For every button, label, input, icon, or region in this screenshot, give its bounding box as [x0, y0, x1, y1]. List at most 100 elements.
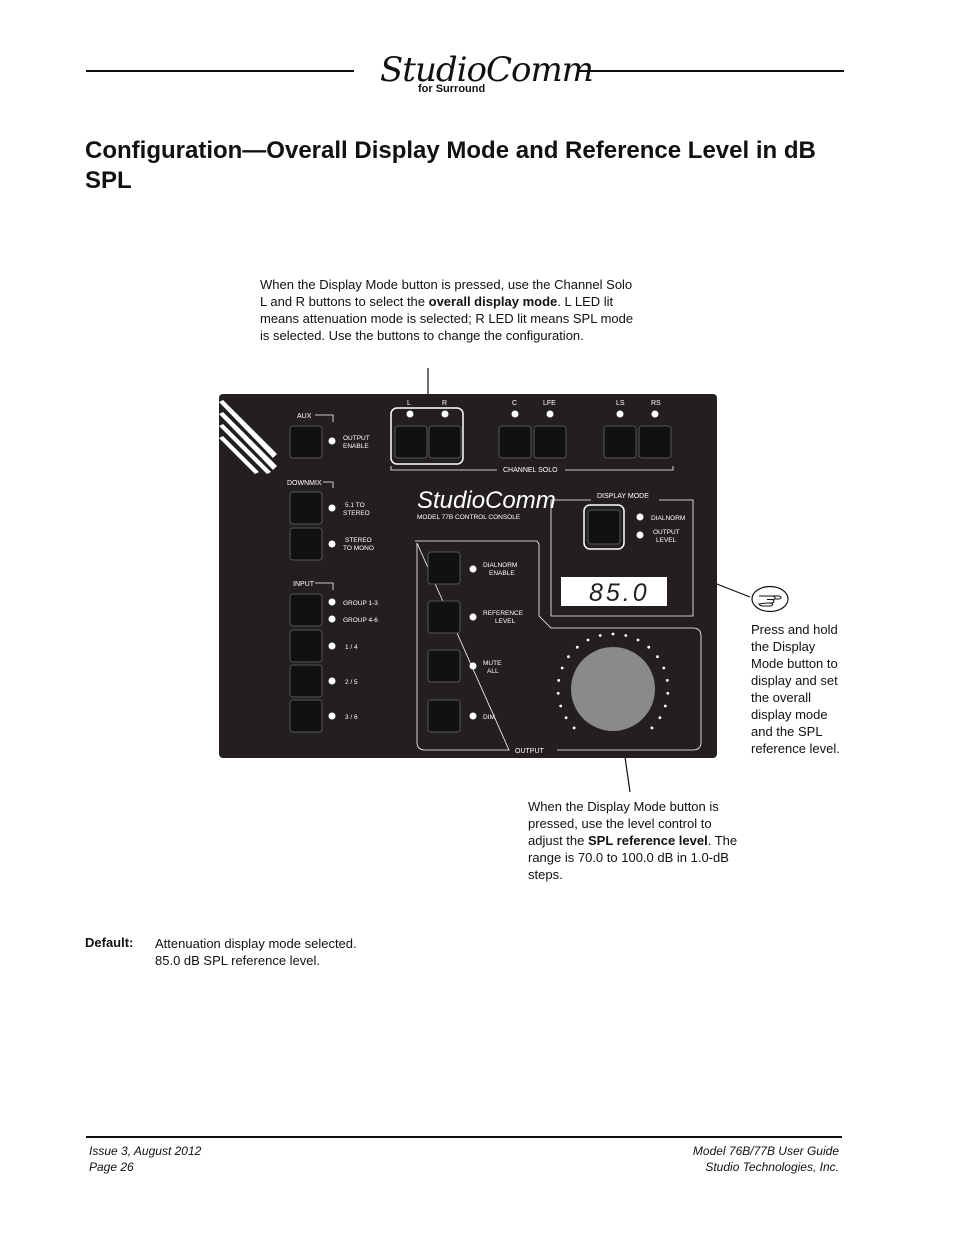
dialnorm-enable-led	[469, 565, 477, 573]
knob-scale-dot	[586, 638, 590, 642]
panel-logo: StudioComm	[417, 487, 556, 514]
output-enable-label-1: OUTPUT	[343, 435, 370, 442]
knob-scale-dot	[559, 704, 563, 708]
channel-r-label: R	[442, 400, 447, 407]
downmix-stereo-led	[328, 540, 336, 548]
knob-scale-dot	[575, 645, 579, 649]
display-mode-button[interactable]	[587, 509, 621, 545]
knob-scale-dot	[662, 666, 666, 670]
input-14-label: 1 / 4	[345, 644, 358, 651]
channel-lfe-button[interactable]	[533, 425, 567, 459]
group46-led	[328, 615, 336, 623]
downmix-stereo-label-2: TO MONO	[343, 545, 374, 552]
output-enable-led	[328, 437, 336, 445]
callout-top: When the Display Mode button is pressed,…	[260, 276, 635, 344]
dialnorm-enable-label-2: ENABLE	[489, 570, 515, 577]
knob-scale-dot	[665, 679, 669, 682]
channel-lfe-label: LFE	[543, 400, 556, 407]
footer-guide: Model 76B/77B User Guide	[692, 1144, 839, 1158]
channel-c-led	[511, 410, 519, 418]
callout-bottom: When the Display Mode button is pressed,…	[528, 798, 738, 883]
dialnorm-led	[636, 513, 644, 521]
pointing-hand-icon	[750, 585, 790, 613]
dim-button[interactable]	[427, 699, 461, 733]
channel-solo-label: CHANNEL SOLO	[503, 467, 558, 474]
knob-scale-dot	[636, 638, 640, 642]
channel-rs-button[interactable]	[638, 425, 672, 459]
channel-r-button[interactable]	[428, 425, 462, 459]
display-mode-label: DISPLAY MODE	[597, 493, 649, 500]
knob-scale-dot	[650, 726, 654, 730]
callout-right: Press and hold the Display Mode button t…	[751, 622, 840, 756]
channel-ls-button[interactable]	[603, 425, 637, 459]
callout-bottom-bold: SPL reference level	[588, 833, 708, 848]
downmix-51-label-2: STEREO	[343, 510, 370, 517]
channel-rs-led	[651, 410, 659, 418]
group46-label: GROUP 4-6	[343, 617, 378, 624]
downmix-label: DOWNMIX	[287, 480, 322, 487]
highlight-box-lr	[390, 407, 464, 465]
knob-scale-dot	[666, 691, 670, 695]
mute-all-led	[469, 662, 477, 670]
studiocomm-logo: StudioComm	[380, 50, 594, 90]
input-36-button[interactable]	[289, 699, 323, 733]
knob-scale-dot	[598, 634, 602, 637]
page-title: Configuration—Overall Display Mode and R…	[85, 137, 816, 194]
output-section-label: OUTPUT	[515, 748, 545, 755]
input-25-label: 2 / 5	[345, 679, 358, 686]
output-level-led	[636, 531, 644, 539]
channel-l-button[interactable]	[394, 425, 428, 459]
dialnorm-enable-button[interactable]	[427, 551, 461, 585]
downmix-51-button[interactable]	[289, 491, 323, 525]
downmix-51-label-1: 5.1 TO	[345, 502, 365, 509]
output-level-label-2: LEVEL	[656, 537, 677, 544]
channel-c-label: C	[512, 400, 517, 407]
callout-bottom-text2: . The range is 70.0 to 100.0 dB in 1.0-d…	[528, 833, 738, 882]
knob-scale-dot	[567, 655, 570, 659]
mute-all-label-2: ALL	[487, 668, 499, 675]
group13-label: GROUP 1-3	[343, 600, 378, 607]
input-25-led	[328, 677, 336, 685]
input-14-button[interactable]	[289, 629, 323, 663]
channel-ls-led	[616, 410, 624, 418]
led-display-value: 85.0	[589, 579, 650, 607]
knob-scale-dot	[658, 716, 662, 720]
channel-r-led	[441, 410, 449, 418]
mute-all-label-1: MUTE	[483, 660, 502, 667]
channel-l-led	[406, 410, 414, 418]
input-36-label: 3 / 6	[345, 714, 358, 721]
knob-scale-dot	[557, 679, 561, 682]
input-label: INPUT	[293, 581, 315, 588]
footer-issue: Issue 3, August 2012	[89, 1144, 202, 1158]
default-line-1: Attenuation display mode selected.	[155, 936, 357, 951]
knob-scale-dots	[556, 632, 670, 730]
group13-led	[328, 598, 336, 606]
default-label: Default:	[85, 935, 134, 950]
control-console-panel: AUX OUTPUT ENABLE DOWNMIX 5.1 TO STEREO …	[219, 394, 717, 758]
footer-rule	[86, 1136, 842, 1138]
channel-c-button[interactable]	[498, 425, 532, 459]
default-line-2: 85.0 dB SPL reference level.	[155, 953, 321, 968]
knob-scale-dot	[572, 726, 576, 730]
reference-level-label-2: LEVEL	[495, 618, 516, 625]
input-36-led	[328, 712, 336, 720]
reference-level-led	[469, 613, 477, 621]
knob-scale-dot	[656, 655, 659, 659]
reference-level-label-1: REFERENCE	[483, 610, 524, 617]
output-enable-button[interactable]	[289, 425, 323, 459]
knob-scale-dot	[611, 632, 615, 636]
channel-rs-label: RS	[651, 400, 661, 407]
knob-scale-dot	[647, 645, 651, 649]
input-25-button[interactable]	[289, 664, 323, 698]
display-dialnorm-label: DIALNORM	[651, 515, 685, 522]
channel-lfe-led	[546, 410, 554, 418]
reference-level-button[interactable]	[427, 600, 461, 634]
level-control-knob[interactable]	[571, 647, 655, 731]
output-level-label-1: OUTPUT	[653, 529, 680, 536]
input-group-button[interactable]	[289, 593, 323, 627]
downmix-stereo-button[interactable]	[289, 527, 323, 561]
dialnorm-enable-label-1: DIALNORM	[483, 562, 517, 569]
mute-all-button[interactable]	[427, 649, 461, 683]
aux-label: AUX	[297, 413, 312, 420]
dim-led	[469, 712, 477, 720]
